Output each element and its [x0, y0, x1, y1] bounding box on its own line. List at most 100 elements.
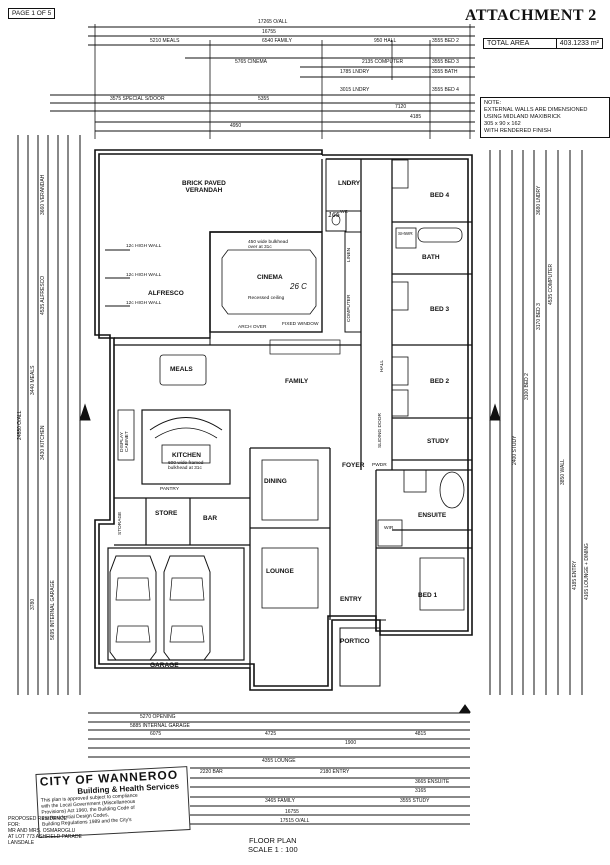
room-bed2: BED 2 — [430, 378, 450, 385]
dim-top: 950 HALL — [374, 38, 397, 44]
annotation-sliding-door: SLIDING DOOR — [378, 413, 383, 448]
dim-right: 3100 BED 2 — [524, 373, 530, 400]
dim-left: 3440 MEALS — [30, 365, 36, 395]
room-portico: PORTICO — [340, 638, 370, 645]
room-garage: GARAGE — [150, 662, 179, 669]
dim-right: 3170 BED 3 — [536, 303, 542, 330]
dim-left: 3430 KITCHEN — [40, 425, 46, 460]
dim-bottom: 5270 OPENING — [140, 714, 176, 720]
dim-bottom: 3665 ENSUITE — [415, 779, 450, 785]
dim-bottom: 4355 LOUNGE — [262, 758, 296, 764]
room-verandah: BRICK PAVED VERANDAH — [182, 180, 226, 194]
dim-overall-top: 17265 O/ALL — [258, 19, 288, 25]
annotation-fixed-window: FIXED WINDOW — [282, 322, 319, 327]
room-shwr: SHWR — [398, 232, 413, 237]
room-wc: WC — [340, 210, 348, 215]
room-ensuite: ENSUITE — [418, 512, 447, 519]
dim-bottom: 17515 O/ALL — [280, 818, 310, 824]
dim-bottom: 3555 STUDY — [400, 798, 430, 804]
room-pwdr: PWDR — [372, 463, 387, 468]
dim-top: 3575 SPECIAL S/DOOR — [110, 96, 165, 102]
room-bed1: BED 1 — [418, 592, 438, 599]
annotation-handwritten-temp: 26 C — [290, 282, 307, 291]
page-label: PAGE 1 OF 5 — [8, 8, 56, 19]
annotation-bulkhead: 450 wide bulkhead over at 31c — [248, 240, 289, 250]
note-line: WITH RENDERED FINISH — [484, 128, 552, 134]
dim-top: 3555 BED 4 — [432, 87, 459, 93]
dim-bottom: 1900 — [345, 740, 357, 746]
dim-top: 16755 — [262, 29, 276, 35]
room-linen: LINEN — [347, 247, 352, 262]
room-display-cabinet: DISPLAY CABINET — [120, 431, 130, 452]
room-cinema: CINEMA — [257, 274, 283, 281]
dim-right: 3850 WALL — [560, 459, 566, 485]
room-kitchen: KITCHEN — [172, 452, 201, 459]
room-alfresco: ALFRESCO — [148, 290, 184, 297]
note-line: NOTE: — [484, 100, 502, 106]
dim-top: 4185 — [410, 114, 422, 120]
room-pantry: PANTRY — [160, 487, 180, 492]
dim-right: 4535 COMPUTER — [548, 263, 554, 305]
total-area-value: 403.1233 m² — [555, 39, 602, 48]
dim-right: 4185 ENTRY — [572, 560, 578, 590]
room-bed4: BED 4 — [430, 192, 450, 199]
annotation-kitchen-bulkhead: 600 wide framed bulkhead at 31c — [168, 461, 204, 471]
dim-top: 5355 — [258, 96, 270, 102]
dim-top: 6540 FAMILY — [262, 38, 292, 44]
proposal-text: PROPOSED RESIDENCE FOR: MR AND MRS. OSMA… — [8, 816, 82, 846]
annotation-high-wall: 12c HIGH WALL — [126, 301, 162, 306]
dim-bottom: 5885 INTERNAL GARAGE — [130, 723, 190, 729]
dim-top: 5210 MEALS — [150, 38, 180, 44]
dim-top: 3015 LNDRY — [340, 87, 370, 93]
attachment-title: ATTACHMENT 2 — [465, 7, 597, 24]
plan-scale: SCALE 1 : 100 — [248, 845, 298, 854]
dim-bottom: 2180 ENTRY — [320, 769, 350, 775]
dim-left: 5695 INTERNAL GARAGE — [50, 580, 56, 640]
room-hall: HALL — [380, 360, 385, 372]
annotation-recessed-ceiling: Recessed ceiling — [248, 296, 285, 301]
room-dining: DINING — [264, 478, 287, 485]
dim-bottom: 4725 — [265, 731, 277, 737]
annotation-handwritten: 165 — [328, 212, 340, 219]
dim-right: 3680 LNDRY — [536, 185, 542, 215]
dim-top: 7120 — [395, 104, 407, 110]
room-study: STUDY — [427, 438, 450, 445]
dim-bottom: 4815 — [415, 731, 427, 737]
dim-right: 4165 LOUNGE + DINING — [584, 543, 590, 600]
dim-left: 3660 VERANDAH — [40, 174, 46, 215]
total-area-label: TOTAL AREA — [487, 40, 530, 47]
floor-plan-title: FLOOR PLAN SCALE 1 : 100 — [248, 836, 298, 854]
room-bar: BAR — [203, 515, 218, 522]
annotation-high-wall: 12c HIGH WALL — [126, 273, 162, 278]
dim-top: 2135 COMPUTER — [362, 59, 404, 65]
room-wir: WIR — [384, 526, 394, 531]
room-bed3: BED 3 — [430, 306, 450, 313]
dim-left: 3780 — [30, 598, 36, 610]
dim-top: 3555 BED 3 — [432, 59, 459, 65]
dim-top: 5765 CINEMA — [235, 59, 267, 65]
note-line: USING MIDLAND MAXIBRICK — [484, 114, 561, 120]
room-lounge: LOUNGE — [266, 568, 294, 575]
dim-bottom: 16755 — [285, 809, 299, 815]
room-store: STORE — [155, 510, 178, 517]
room-meals: MEALS — [170, 366, 193, 373]
room-computer: COMPUTER — [347, 294, 352, 322]
note-line: 305 x 90 x 162 — [484, 121, 521, 127]
room-family: FAMILY — [285, 378, 309, 385]
dim-top: 3555 BED 2 — [432, 38, 459, 44]
dim-bottom: 3165 — [415, 788, 427, 794]
dim-bottom: 2220 BAR — [200, 769, 223, 775]
room-foyer: FOYER — [342, 462, 365, 469]
dim-top: 1785 LNDRY — [340, 69, 370, 75]
dim-top: 3555 BATH — [432, 69, 458, 75]
room-entry: ENTRY — [340, 596, 362, 603]
room-storage: STORAGE — [118, 511, 123, 535]
annotation-high-wall: 12c HIGH WALL — [126, 244, 162, 249]
note-line: EXTERNAL WALLS ARE DIMENSIONED — [484, 107, 588, 113]
dim-left: 4535 ALFRESCO — [40, 275, 46, 315]
dim-bottom: 6075 — [150, 731, 162, 737]
dim-top: 4950 — [230, 123, 242, 129]
dim-right: 2400 STUDY — [512, 435, 518, 465]
dim-left: 24880 O/ALL — [17, 410, 23, 440]
